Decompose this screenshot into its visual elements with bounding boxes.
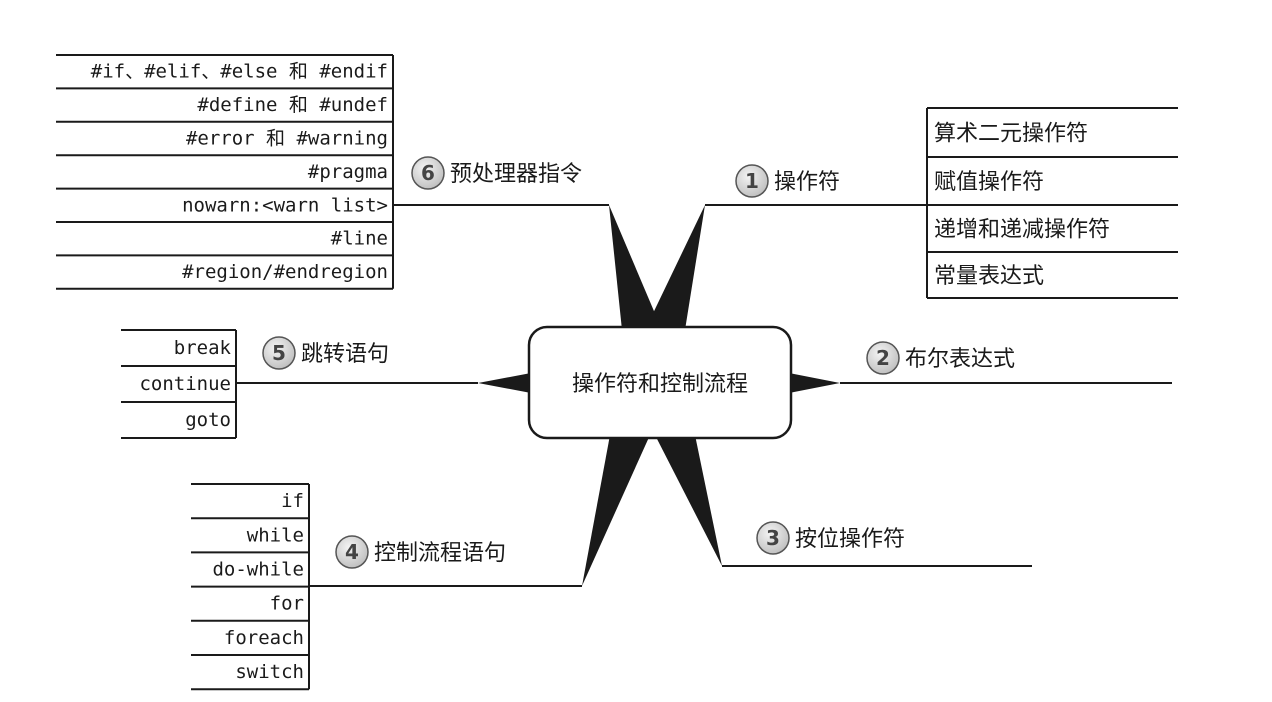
spike-1 (645, 205, 705, 330)
spike-3 (655, 435, 722, 566)
list-item: 算术二元操作符 (934, 122, 1088, 147)
list-item: #if、#elif、#else 和 #endif (91, 61, 388, 83)
branch-4-label: 4 控制流程语句 (335, 535, 506, 569)
branch-1-label: 1 操作符 (735, 164, 840, 198)
list-item: nowarn:<warn list> (182, 194, 388, 216)
list-item: 常量表达式 (934, 264, 1044, 289)
branch-5-label: 5 跳转语句 (262, 336, 389, 370)
branch-lines (236, 204, 1172, 587)
list-item: do-while (212, 559, 304, 581)
number-badge (866, 341, 900, 375)
branch-title: 布尔表达式 (905, 347, 1015, 372)
list-item: continue (139, 373, 231, 395)
badge-number: 4 (345, 540, 359, 564)
list-item: 赋值操作符 (934, 170, 1044, 195)
list-item: #define 和 #undef (197, 94, 388, 116)
list-item: break (174, 337, 232, 359)
center-title: 操作符和控制流程 (572, 372, 748, 397)
badge-number: 1 (745, 169, 759, 193)
badge-number: 3 (766, 526, 780, 550)
branch-title: 操作符 (774, 170, 840, 195)
badge-number: 5 (272, 341, 286, 365)
branch-title: 按位操作符 (795, 527, 905, 552)
branch-title: 预处理器指令 (450, 162, 582, 187)
branch-title: 跳转语句 (301, 342, 389, 367)
branch-3-label: 3 按位操作符 (756, 521, 905, 555)
badge-number: 2 (876, 346, 890, 370)
list-item: 递增和递减操作符 (934, 218, 1110, 243)
spike-6 (609, 205, 662, 330)
list-item: while (247, 524, 304, 546)
badge-number: 6 (421, 161, 435, 185)
branch-4-list: if while do-while for foreach switch (191, 483, 310, 691)
list-item: #line (331, 228, 388, 250)
branch-title: 控制流程语句 (374, 541, 506, 566)
spike-4 (582, 435, 650, 586)
list-item: #region/#endregion (182, 261, 388, 283)
branch-5-list: break continue goto (121, 329, 237, 439)
branch-6-list: #if、#elif、#else 和 #endif #define 和 #undef… (56, 54, 394, 290)
branch-2-label: 2 布尔表达式 (866, 341, 1015, 375)
number-badge (411, 156, 445, 190)
list-item: for (270, 593, 304, 615)
spike-5 (478, 373, 531, 393)
number-badge (262, 336, 296, 370)
list-item: #pragma (308, 161, 388, 183)
list-item: switch (235, 661, 304, 683)
list-item: if (281, 490, 304, 512)
branch-6-label: 6 预处理器指令 (411, 156, 582, 190)
list-item: goto (185, 409, 231, 431)
number-badge (335, 535, 369, 569)
spike-2 (789, 373, 840, 393)
list-item: #error 和 #warning (186, 128, 388, 150)
number-badge (756, 521, 790, 555)
center-node (527, 325, 793, 440)
number-badge (735, 164, 769, 198)
branch-connectors (478, 205, 840, 586)
list-item: foreach (224, 627, 304, 649)
